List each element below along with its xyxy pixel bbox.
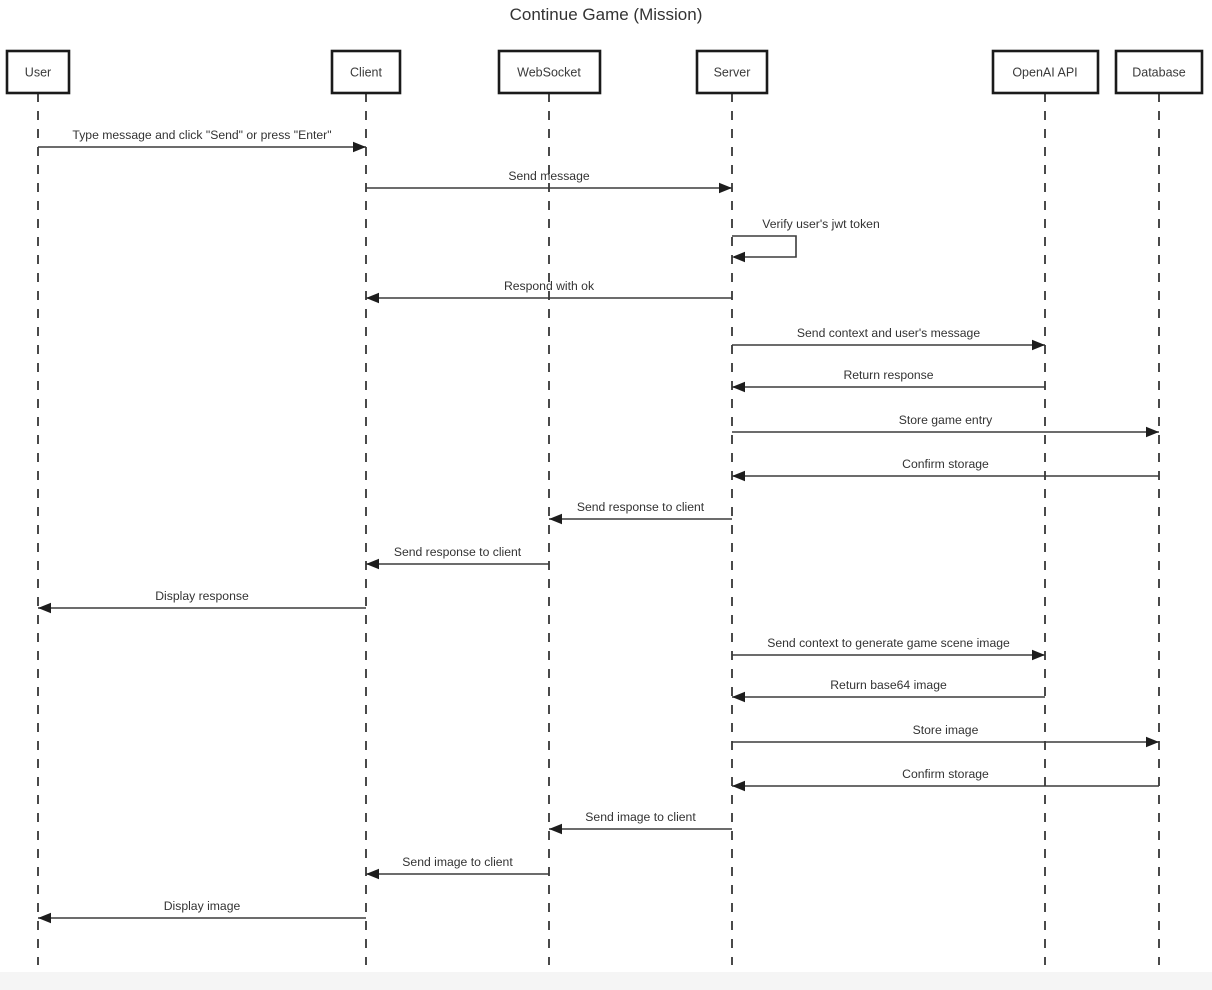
message-label-10: Send response to client: [394, 545, 522, 559]
arrow-head-7: [1146, 426, 1159, 438]
message-17[interactable]: Send image to client: [366, 855, 549, 880]
arrow-head-14: [1146, 736, 1159, 748]
message-12[interactable]: Send context to generate game scene imag…: [732, 636, 1045, 661]
participant-websocket[interactable]: WebSocket: [497, 49, 602, 95]
participant-box-inner-server: [698, 52, 766, 92]
participants-group: User Client WebSocket Server OpenAI API Datab…: [5, 49, 1204, 95]
arrow-head-10: [366, 558, 379, 570]
message-label-11: Display response: [155, 589, 249, 603]
message-18[interactable]: Display image: [38, 899, 366, 924]
arrow-head-2: [719, 182, 732, 194]
message-label-12: Send context to generate game scene imag…: [767, 636, 1010, 650]
arrow-head-5: [1032, 339, 1045, 351]
message-label-15: Confirm storage: [902, 767, 989, 781]
message-3[interactable]: Verify user's jwt token: [732, 217, 880, 263]
participant-database[interactable]: Database: [1114, 49, 1204, 95]
message-label-1: Type message and click "Send" or press "…: [72, 128, 331, 142]
arrow-head-17: [366, 868, 379, 880]
message-16[interactable]: Send image to client: [549, 810, 732, 835]
participant-box-inner-openai: [994, 52, 1097, 92]
participant-box-inner-database: [1117, 52, 1201, 92]
message-label-7: Store game entry: [899, 413, 993, 427]
message-8[interactable]: Confirm storage: [732, 457, 1159, 482]
message-1[interactable]: Type message and click "Send" or press "…: [38, 128, 366, 153]
message-label-16: Send image to client: [585, 810, 696, 824]
arrow-head-6: [732, 381, 745, 393]
message-label-13: Return base64 image: [830, 678, 947, 692]
message-label-3: Verify user's jwt token: [762, 217, 879, 231]
message-10[interactable]: Send response to client: [366, 545, 549, 570]
participant-client[interactable]: Client: [330, 49, 402, 95]
arrow-head-4: [366, 292, 379, 304]
message-label-5: Send context and user's message: [797, 326, 980, 340]
message-15[interactable]: Confirm storage: [732, 767, 1159, 792]
participant-box-inner-websocket: [500, 52, 599, 92]
arrow-head-11: [38, 602, 51, 614]
arrow-head-8: [732, 470, 745, 482]
message-7[interactable]: Store game entry: [732, 413, 1159, 438]
diagram-title: Continue Game (Mission): [510, 5, 703, 24]
participant-label-database: Database: [1132, 66, 1186, 80]
participant-label-user: User: [25, 66, 51, 80]
participant-server[interactable]: Server: [695, 49, 769, 95]
arrow-head-3: [732, 251, 745, 263]
message-14[interactable]: Store image: [732, 723, 1159, 748]
message-5[interactable]: Send context and user's message: [732, 326, 1045, 351]
message-label-6: Return response: [843, 368, 933, 382]
message-9[interactable]: Send response to client: [549, 500, 732, 525]
message-6[interactable]: Return response: [732, 368, 1045, 393]
message-4[interactable]: Respond with ok: [366, 279, 732, 304]
message-label-2: Send message: [508, 169, 590, 183]
message-11[interactable]: Display response: [38, 589, 366, 614]
message-label-14: Store image: [913, 723, 979, 737]
message-label-4: Respond with ok: [504, 279, 595, 293]
participant-label-openai: OpenAI API: [1012, 66, 1077, 80]
messages-group: Type message and click "Send" or press "…: [38, 128, 1159, 924]
participant-box-inner-user: [8, 52, 68, 92]
arrow-head-9: [549, 513, 562, 525]
arrow-head-15: [732, 780, 745, 792]
arrow-head-1: [353, 141, 366, 153]
message-label-9: Send response to client: [577, 500, 705, 514]
arrow-head-18: [38, 912, 51, 924]
footer-band: [0, 972, 1212, 990]
self-call-path-3: [732, 235, 797, 258]
message-label-18: Display image: [164, 899, 241, 913]
lifelines-group: [37, 93, 1160, 965]
arrow-head-12: [1032, 649, 1045, 661]
arrow-head-16: [549, 823, 562, 835]
participant-box-inner-client: [333, 52, 399, 92]
participant-user[interactable]: User: [5, 49, 71, 95]
participant-label-server: Server: [714, 66, 751, 80]
message-label-8: Confirm storage: [902, 457, 989, 471]
message-13[interactable]: Return base64 image: [732, 678, 1045, 703]
arrow-head-13: [732, 691, 745, 703]
participant-openai[interactable]: OpenAI API: [991, 49, 1100, 95]
message-label-17: Send image to client: [402, 855, 513, 869]
participant-label-client: Client: [350, 66, 382, 80]
participant-label-websocket: WebSocket: [517, 66, 581, 80]
message-2[interactable]: Send message: [366, 169, 732, 194]
